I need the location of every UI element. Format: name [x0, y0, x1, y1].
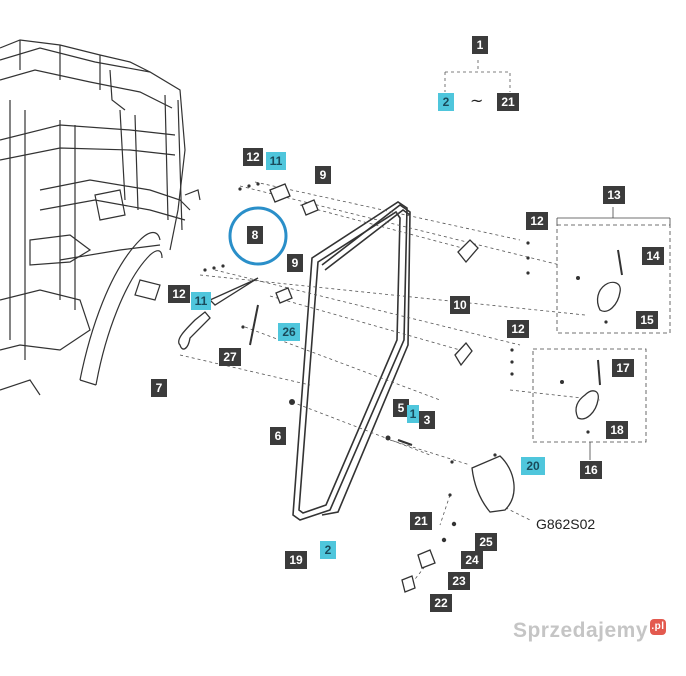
callout-2: 2	[320, 541, 336, 559]
callout-25: 25	[475, 533, 497, 551]
callout-18: 18	[606, 421, 628, 439]
callout-9: 9	[287, 254, 303, 272]
hardware-dots	[203, 182, 608, 543]
watermark-badge: .pl	[650, 619, 666, 635]
callout-11: 11	[266, 152, 286, 170]
callout-3: 3	[419, 411, 435, 429]
callout-9: 9	[315, 166, 331, 184]
watermark-text: Sprzedajemy	[512, 619, 648, 642]
range-tilde: ~	[470, 91, 484, 110]
callout-11: 11	[191, 292, 211, 310]
callout-8: 8	[247, 226, 263, 244]
callout-24: 24	[461, 551, 483, 569]
callout-12: 12	[507, 320, 529, 338]
drawing-code: G862S02	[536, 516, 596, 532]
callout-23: 23	[448, 572, 470, 590]
callout-20: 20	[521, 457, 545, 475]
door-glass	[292, 201, 411, 521]
callout-7: 7	[151, 379, 167, 397]
callout-17: 17	[612, 359, 634, 377]
callout-22: 22	[430, 594, 452, 612]
callout-1: 1	[472, 36, 488, 54]
callout-21: 21	[497, 93, 519, 111]
callout-15: 15	[636, 311, 658, 329]
group-boxes	[532, 224, 671, 443]
callout-12: 12	[168, 285, 190, 303]
highlight-circle	[228, 206, 288, 266]
callout-1: 1	[407, 405, 419, 423]
cab-frame	[0, 39, 201, 396]
callout-13: 13	[603, 186, 625, 204]
callout-2: 2	[438, 93, 454, 111]
callout-6: 6	[270, 427, 286, 445]
callout-21: 21	[410, 512, 432, 530]
pins-and-screws	[249, 249, 623, 446]
callout-26: 26	[278, 323, 300, 341]
callout-12: 12	[526, 212, 548, 230]
callout-27: 27	[219, 348, 241, 366]
callout-16: 16	[580, 461, 602, 479]
group-brackets	[556, 207, 671, 460]
callout-12: 12	[243, 148, 263, 166]
watermark: Sprzedajemy.pl	[513, 619, 666, 643]
callout-10: 10	[450, 296, 470, 314]
small-parts	[178, 183, 621, 593]
callout-14: 14	[642, 247, 664, 265]
callout-5: 5	[393, 399, 409, 417]
exploded-leader-lines	[179, 60, 601, 589]
callout-19: 19	[285, 551, 307, 569]
